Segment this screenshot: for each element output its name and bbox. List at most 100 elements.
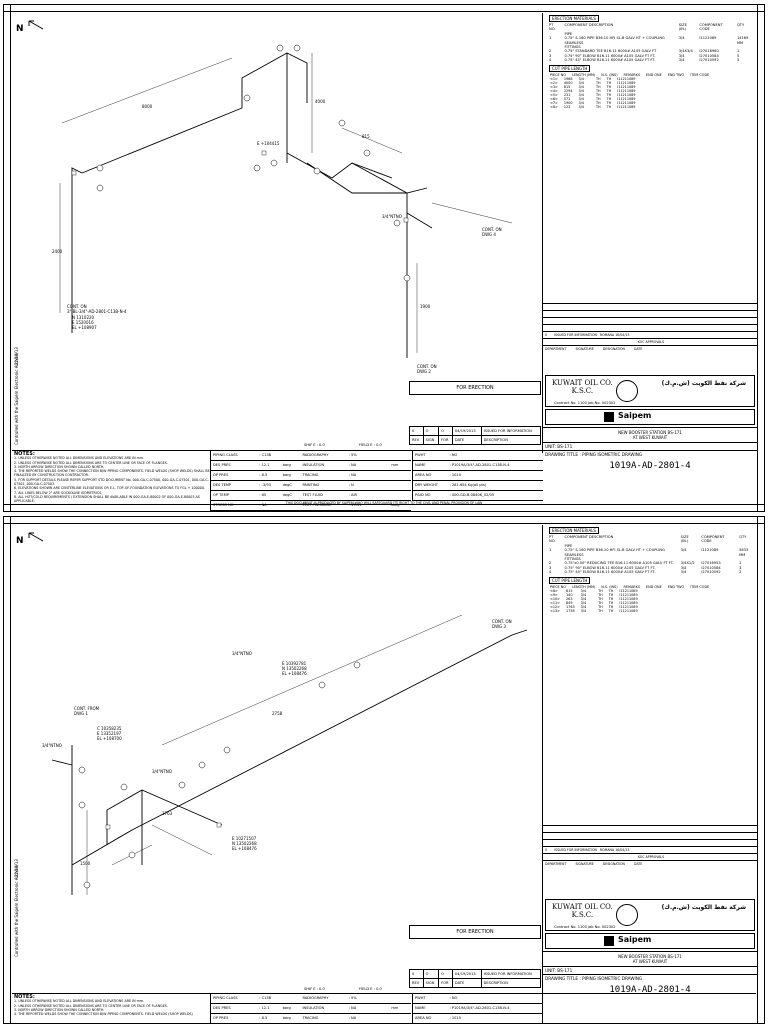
weld-marker xyxy=(403,217,409,223)
rev-cell: DESCRIPTION xyxy=(480,978,542,988)
rev-cell: DATE xyxy=(451,978,482,988)
param-cell: : 13.31 xyxy=(348,503,362,507)
param-cell: : 8.5 xyxy=(259,473,268,477)
koc-name: KUWAIT OIL CO. K.S.C. xyxy=(552,379,613,395)
isometric-pipe-drawing: CONT. ON 3"-BL-3/4"-AD-2801-C13B-N-4 N 1… xyxy=(52,44,513,374)
param-cell: PWHT xyxy=(415,996,426,1000)
cut-pipe-cell: 815 xyxy=(563,84,571,89)
dim-label: 1500 xyxy=(80,861,91,866)
callout-circle xyxy=(198,761,206,769)
cell-qty: 5 xyxy=(736,58,740,63)
grid-row xyxy=(543,832,757,839)
issued-by: ROMANA xyxy=(599,333,615,337)
param-cell xyxy=(281,451,301,460)
cut-pipe-table: PIECE NO LENGTH (MM) N.S. (INS) REMARKS … xyxy=(547,585,712,589)
param-cell: TRACING xyxy=(302,1016,319,1020)
cell-qty: 2 xyxy=(739,570,742,575)
rev-cell: O xyxy=(438,426,453,436)
tag-label: 3/4"NTNO xyxy=(152,769,172,774)
cell-size: 3/4 xyxy=(678,58,685,63)
cell-qty: 5633 MM xyxy=(739,548,749,557)
cut-pipe-cell: I11211089 xyxy=(619,592,638,597)
param-cell: : AIR xyxy=(348,493,358,497)
cut-pipe-cell: TH xyxy=(606,100,612,105)
callout-circle xyxy=(83,881,91,889)
param-row: NAME: P1019A/3/4"-AD-2801-C13B-N-4 xyxy=(413,461,543,471)
shift-y: FIELD E : 0.0 xyxy=(359,987,382,991)
param-cell: AREA NO xyxy=(415,1016,432,1020)
param-cell: : 55 xyxy=(257,511,280,512)
grid-row xyxy=(543,303,757,310)
drawing-sheet-2: N 22/19/13 Controlled with the Saipem El… xyxy=(3,516,765,1024)
col-desc: COMPONENT DESCRIPTION xyxy=(564,23,614,27)
cell-desc: 0.75" 90° ELBOW B16.11 6000# A105 GALV F… xyxy=(564,53,656,58)
dim-label: 1763 xyxy=(162,811,173,816)
rev-cell: REV xyxy=(409,978,424,988)
col-qty: QTY xyxy=(736,23,745,27)
cut-pipe-cell: 815 xyxy=(566,588,573,593)
param-cell xyxy=(389,451,411,460)
param-cell: : NO xyxy=(449,996,458,1000)
saipem-name: Saipem xyxy=(618,935,652,944)
tag-label: 3/4"NTNO xyxy=(232,651,252,656)
for-erection-label: FOR ERECTION xyxy=(409,381,541,395)
param-cell: TRACING xyxy=(302,473,319,477)
erection-materials-header: ERECTION MATERIALS xyxy=(549,527,599,534)
cell-code: I27010592 xyxy=(701,570,721,575)
table-row: 2 0.75" STANDARD TEE B16.11 6000# A105 G… xyxy=(547,49,757,53)
cut-pipe-cell: I11211089 xyxy=(617,104,636,109)
grid-row xyxy=(543,310,757,317)
cut-pipe-cell: TH xyxy=(595,96,601,101)
cell-pt: 2 xyxy=(549,49,552,54)
param-cell: NAME xyxy=(415,1006,426,1010)
cut-pipe-cell: <3> xyxy=(550,84,558,89)
cut-pipe-cell: <13> xyxy=(550,608,560,613)
col-header: LENGTH (MM) xyxy=(571,72,596,77)
col-size: SIZE (IN.) xyxy=(678,23,687,32)
for-erection-label: FOR ERECTION xyxy=(409,925,541,939)
approvals-col: DATE xyxy=(634,347,643,351)
cell-pt: 1 xyxy=(549,36,552,41)
param-cell: : 12.1 xyxy=(259,463,270,467)
param-row: AREA NO: 1010 xyxy=(413,1014,543,1023)
isometric-pipe-drawing: CONT. ON DWG 3 CONT. FROM DWG 1 C 103582… xyxy=(42,614,528,895)
param-cell: : 000-GD-B-08406_02/05 xyxy=(449,493,495,497)
revision-grid: 0 ISSUED FOR INFORMATION ROMANA 16/04/13… xyxy=(543,303,757,352)
cut-pipe-cell: 263 xyxy=(566,596,573,601)
right-panel: ERECTION MATERIALS PT NO. COMPONENT DESC… xyxy=(542,13,757,471)
cut-pipe-cell: I11211089 xyxy=(619,588,638,593)
cut-pipe-cell: <8> xyxy=(550,588,558,593)
param-cell: : 1010 xyxy=(449,473,462,477)
param-cell: : NA xyxy=(348,1006,357,1010)
param-cell: PIPING CLASS xyxy=(213,453,238,457)
approvals-col: DEPARTMENT xyxy=(545,862,567,866)
weld-marker xyxy=(71,170,77,176)
cut-pipe-cell: 849 xyxy=(566,600,573,605)
cut-pipe-cell: TH xyxy=(608,596,614,601)
cell-qty: 1 xyxy=(739,561,742,566)
koc-logo-box: KUWAIT OIL CO. K.S.C. شركة نفط الكويت (ش… xyxy=(545,375,755,407)
cell-code: I27010584 xyxy=(701,565,721,570)
callout-circle xyxy=(96,164,104,172)
cut-pipe-cell: <4> xyxy=(550,88,558,93)
cut-pipe-cell: <12> xyxy=(550,604,560,609)
param-cell: barg xyxy=(282,1006,291,1010)
cont-top-label: CONT. ON xyxy=(492,619,512,624)
koc-approvals: KOC APPROVALS xyxy=(543,338,757,345)
coord-left: N 1310220 xyxy=(72,315,95,320)
table-row: 1 0.75" S-160 PIPE B36.10 HFI SL-B GALV … xyxy=(547,548,757,557)
table-row: 3 0.75" 90° ELBOW B16.11 6000# A105 GALV… xyxy=(547,54,757,58)
param-cell: AREA NO xyxy=(415,473,432,477)
north-arrow-icon xyxy=(28,532,43,542)
notes-section: NOTES: 1. UNLESS OTHERWISE NOTED ALL DIM… xyxy=(12,994,212,1017)
title-block: KUWAIT OIL CO. K.S.C. شركة نفط الكويت (ش… xyxy=(543,897,757,998)
cell-size: 3/4X1/2 xyxy=(680,561,695,566)
param-cell xyxy=(389,471,411,480)
unit-label: UNIT: BS-171 xyxy=(543,442,757,450)
note-item: 4. THE REPORTED WELDS SHOW THE CONNECTIO… xyxy=(14,1012,193,1017)
